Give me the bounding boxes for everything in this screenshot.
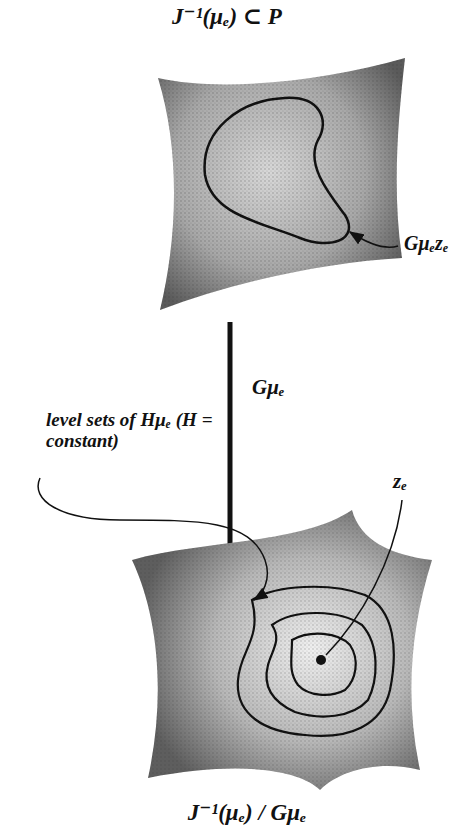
level-set-contours bbox=[238, 587, 394, 736]
leader-line bbox=[326, 500, 402, 655]
leader-line bbox=[38, 478, 267, 600]
reduced-space-surface bbox=[132, 510, 432, 790]
level-sets-label: level sets of Hμₑ (H = constant) bbox=[46, 410, 221, 452]
level-set-surface bbox=[158, 58, 405, 310]
orbit-loop bbox=[205, 98, 349, 243]
point-label: zₑ bbox=[393, 470, 407, 493]
orbit-label: Gμₑzₑ bbox=[404, 232, 448, 254]
group-label: Gμₑ bbox=[252, 376, 285, 399]
space-label: J⁻¹(μₑ) ⊂ P bbox=[172, 4, 282, 29]
leader-line bbox=[350, 232, 398, 247]
quotient-label: J⁻¹(μₑ) / Gμₑ bbox=[188, 800, 307, 825]
equilibrium-point bbox=[316, 655, 326, 665]
